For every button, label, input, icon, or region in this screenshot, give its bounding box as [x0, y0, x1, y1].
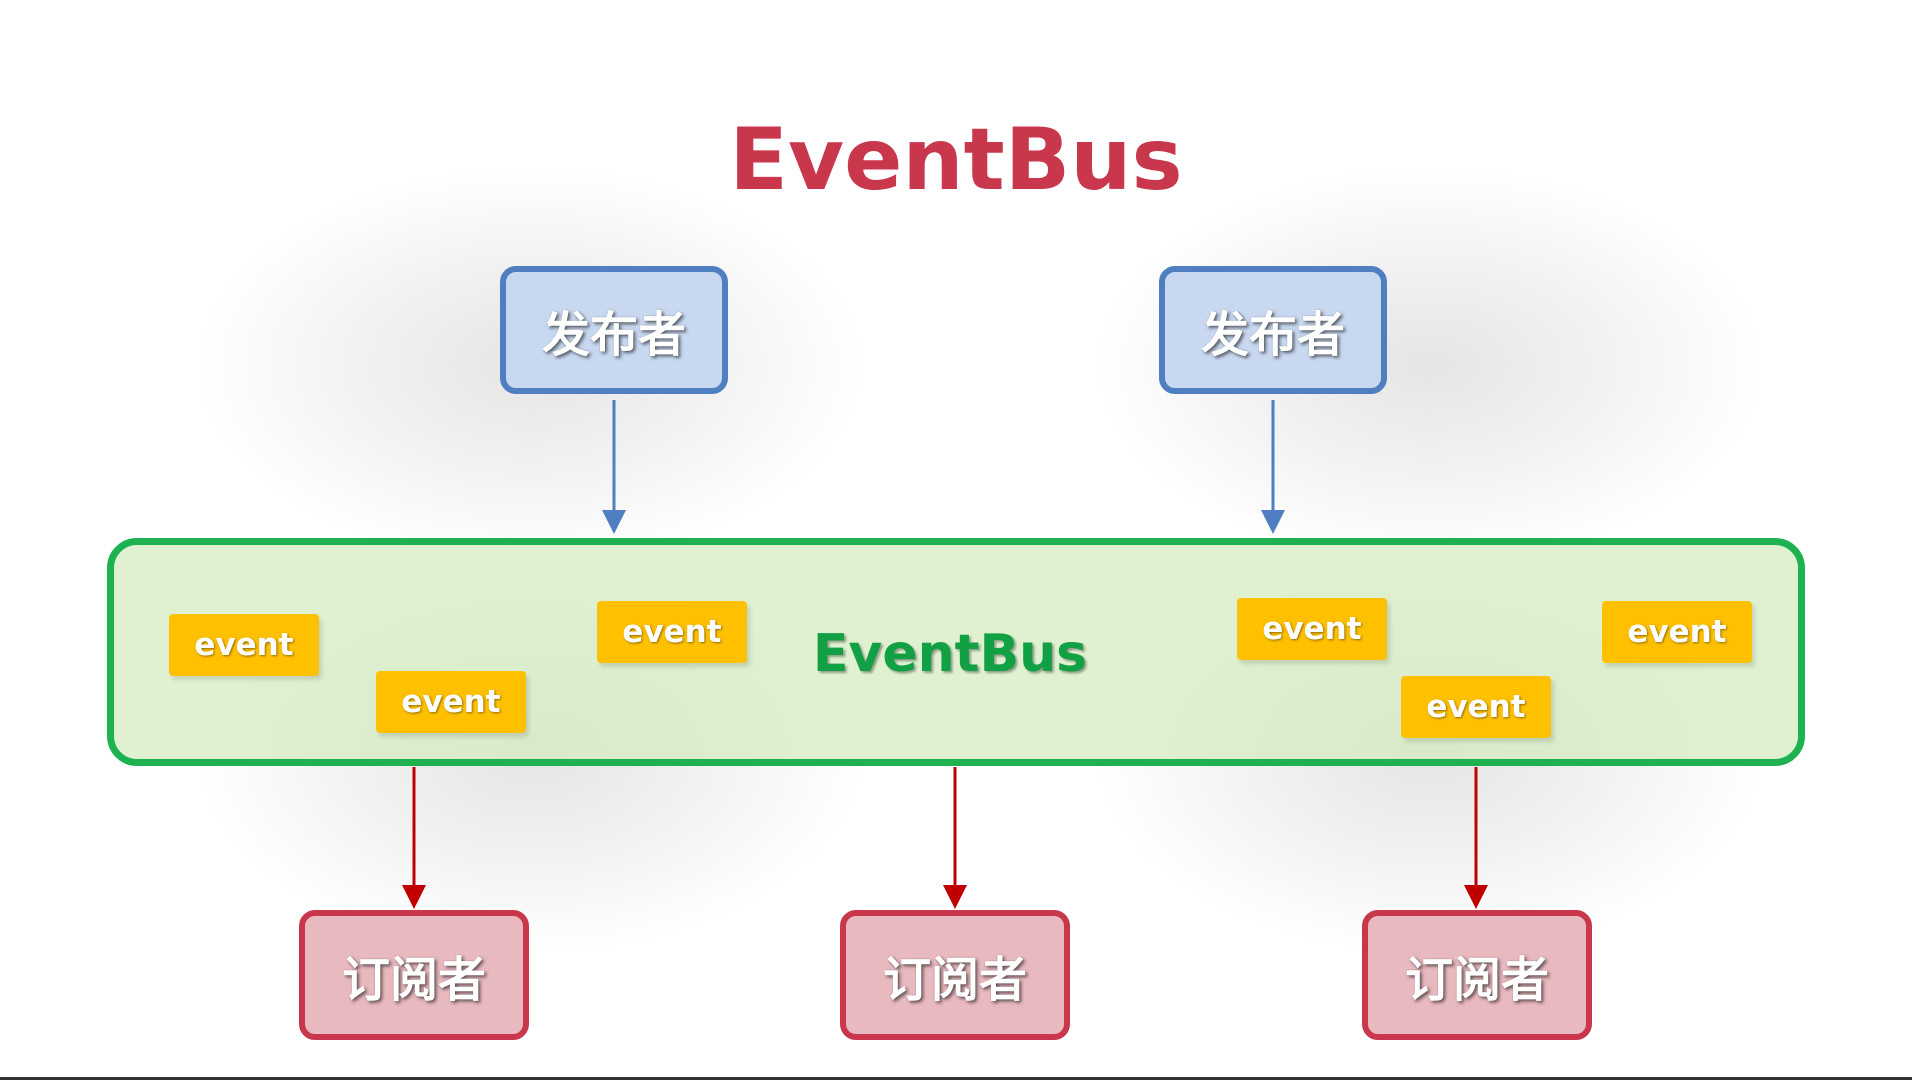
subscribe-arrow-left [402, 767, 426, 909]
event-tag: event [169, 614, 319, 676]
bottom-divider [0, 1077, 1912, 1080]
publisher-box-left: 发布者 [500, 266, 728, 394]
event-tag: event [1237, 598, 1387, 660]
event-tag: event [1602, 601, 1752, 663]
publish-arrow-right [1261, 400, 1285, 534]
subscribe-arrow-middle [943, 767, 967, 909]
event-bus-label: EventBus [812, 624, 1088, 684]
event-tag: event [1401, 676, 1551, 738]
subscriber-box-middle: 订阅者 [840, 910, 1070, 1040]
subscriber-box-right: 订阅者 [1362, 910, 1592, 1040]
publish-arrow-left [602, 400, 626, 534]
publisher-box-right: 发布者 [1159, 266, 1387, 394]
diagram-title: EventBus [729, 110, 1183, 210]
subscribe-arrow-right [1464, 767, 1488, 909]
subscriber-box-left: 订阅者 [299, 910, 529, 1040]
event-tag: event [597, 601, 747, 663]
event-tag: event [376, 671, 526, 733]
